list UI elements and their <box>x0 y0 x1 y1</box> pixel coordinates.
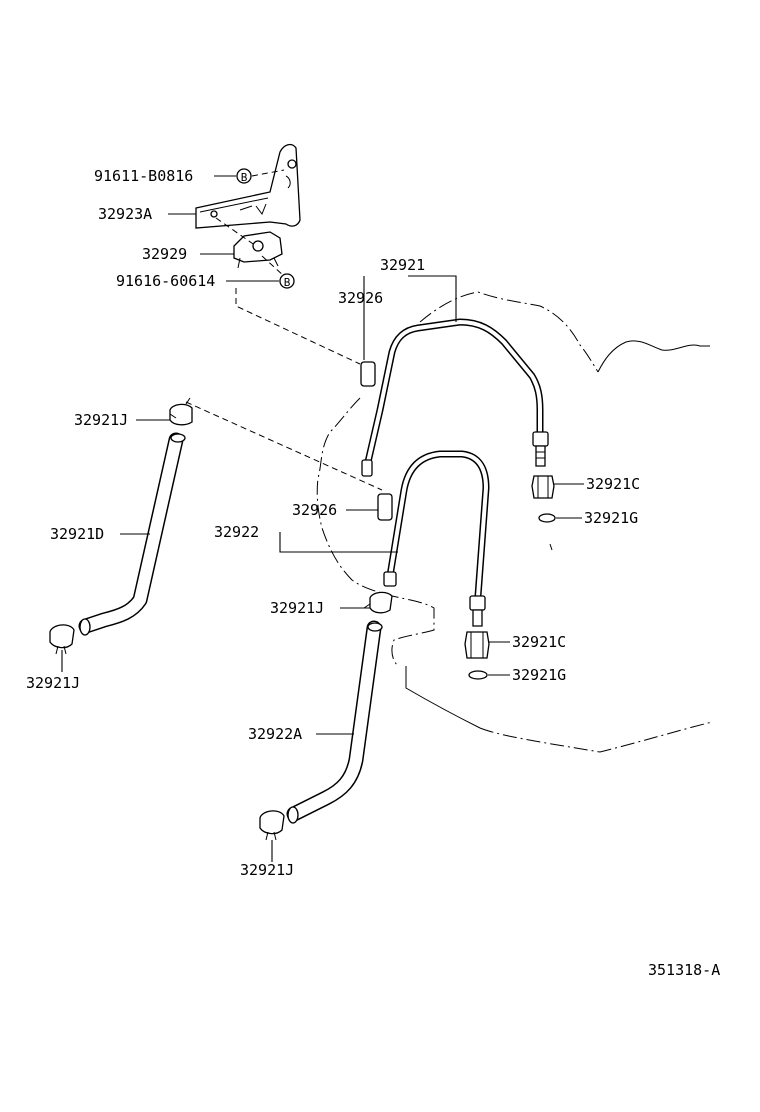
bolt-marker-2: B <box>279 273 295 289</box>
bolt-marker-1: B <box>236 168 252 184</box>
bolt-marker-2-text: B <box>284 276 291 289</box>
label-gasket-32921g-lower: 32921G <box>512 666 566 684</box>
hose-32922a[interactable] <box>286 620 383 824</box>
hose-32921d[interactable] <box>78 432 186 636</box>
label-clip-32921j-bottom: 32921J <box>240 861 294 879</box>
diagram-id: 351318-A <box>648 961 720 979</box>
label-sleeve-32926-upper: 32926 <box>338 289 383 307</box>
label-hose-32922a: 32922A <box>248 725 302 743</box>
clip-32921j-mid[interactable] <box>363 591 393 614</box>
leader-lines <box>61 175 584 862</box>
label-gasket-32921g-upper: 32921G <box>584 509 638 527</box>
bracket-32923a[interactable] <box>195 143 301 229</box>
label-clamp-bracket-32929: 32929 <box>142 245 187 263</box>
union-32921c-upper[interactable] <box>531 475 555 499</box>
label-bracket-32923a: 32923A <box>98 205 152 223</box>
label-sleeve-32926-lower: 32926 <box>292 501 337 519</box>
gasket-32921g-lower[interactable] <box>468 670 488 680</box>
sleeve-32926-upper[interactable] <box>360 361 376 387</box>
label-bolt-91611: 91611-B0816 <box>94 167 193 185</box>
sleeve-32926-lower[interactable] <box>377 493 393 521</box>
label-clip-32921j-mid: 32921J <box>270 599 324 617</box>
clip-32921j-bottom[interactable] <box>259 810 285 841</box>
label-clip-32921j-top-left: 32921J <box>74 411 128 429</box>
label-tube-32922: 32922 <box>214 523 259 541</box>
label-union-32921c-upper: 32921C <box>586 475 640 493</box>
transmission-case-outline <box>316 291 713 753</box>
union-32921c-lower[interactable] <box>464 631 490 659</box>
label-union-32921c-lower: 32921C <box>512 633 566 651</box>
label-bolt-91616: 91616-60614 <box>116 272 215 290</box>
tube-32921[interactable] <box>361 318 549 477</box>
label-clip-32921j-bottom-left: 32921J <box>26 674 80 692</box>
clamp-bracket-32929[interactable] <box>233 231 283 269</box>
clip-32921j-bottom-left[interactable] <box>49 624 75 655</box>
clip-32921j-top-left[interactable] <box>169 397 193 426</box>
tube-32922[interactable] <box>383 450 490 627</box>
installation-dashed-lines <box>185 169 383 491</box>
bolt-marker-1-text: B <box>241 171 248 184</box>
label-tube-32921: 32921 <box>380 256 425 274</box>
label-hose-32921d: 32921D <box>50 525 104 543</box>
gasket-32921g-upper[interactable] <box>538 513 556 551</box>
